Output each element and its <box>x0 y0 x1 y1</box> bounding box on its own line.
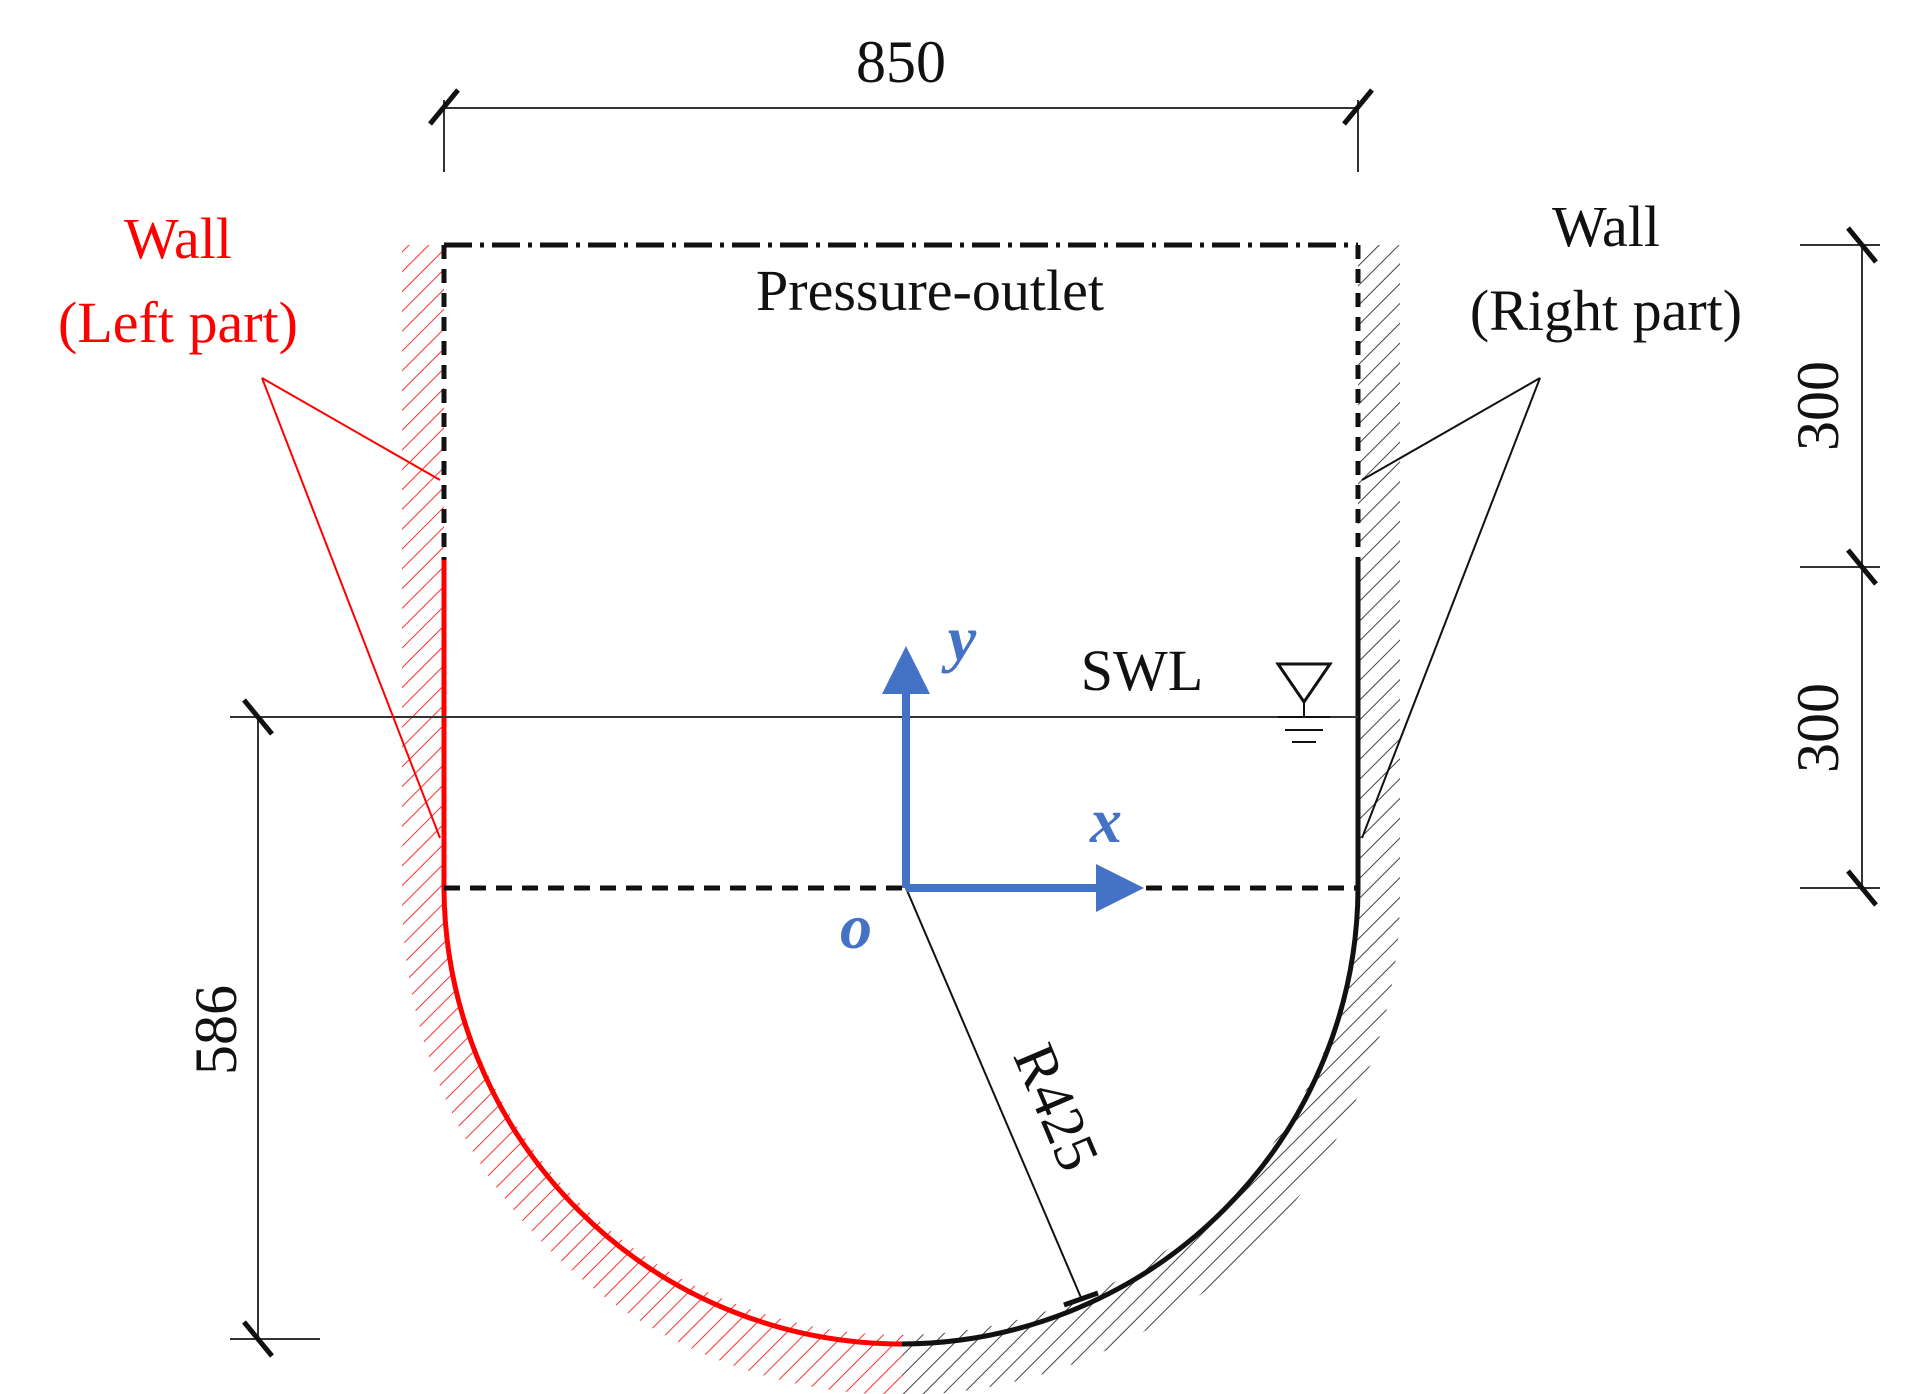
pressure-outlet-label: Pressure-outlet <box>756 258 1104 323</box>
wall-left-subtitle: (Left part) <box>58 290 298 355</box>
wall-right-title: Wall <box>1552 194 1660 259</box>
left-height-dimension <box>230 698 320 1358</box>
right-dimension-upper-label: 300 <box>1785 361 1851 451</box>
left-wall-leaders <box>261 377 441 839</box>
y-axis-label: y <box>941 603 977 674</box>
left-wall-boundary <box>441 560 903 1347</box>
left-wall-hatching <box>402 245 902 1394</box>
right-wall-hatching <box>902 245 1400 1394</box>
wall-right-subtitle: (Right part) <box>1470 278 1742 343</box>
width-dimension-label: 850 <box>856 29 946 95</box>
right-wall-boundary <box>901 560 1361 1347</box>
radius-line <box>905 887 1083 1301</box>
x-axis-label: x <box>1089 785 1122 856</box>
swl-symbol <box>1275 662 1333 743</box>
left-dimension-label: 586 <box>183 985 249 1075</box>
width-dimension <box>428 88 1374 172</box>
origin-label: o <box>840 891 872 962</box>
wall-left-title: Wall <box>124 206 232 271</box>
right-wall-leaders <box>1361 377 1541 839</box>
radius-tick <box>1063 1290 1099 1308</box>
radius-label: R425 <box>1001 1034 1113 1179</box>
right-dimension-lower-label: 300 <box>1785 683 1851 773</box>
right-height-dimension <box>1800 226 1880 907</box>
swl-label: SWL <box>1081 638 1203 703</box>
